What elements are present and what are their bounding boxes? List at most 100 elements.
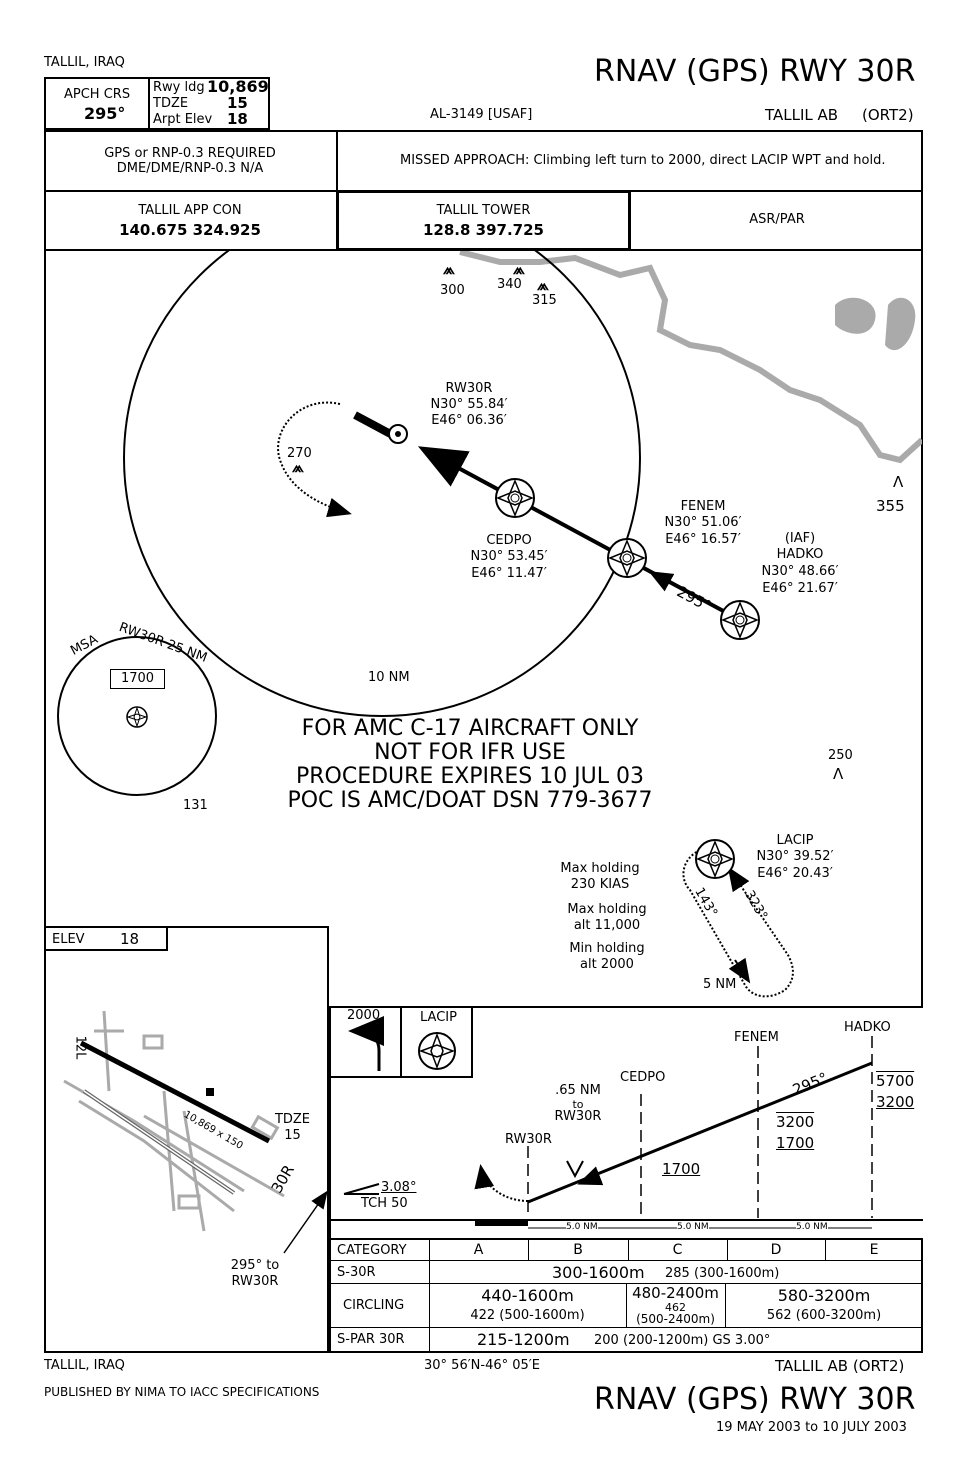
elev-box bbox=[44, 926, 168, 951]
holding-note: 230 KIAS bbox=[570, 877, 630, 892]
arpt-elev-value: 18 bbox=[227, 110, 248, 128]
msa-alt: 1700 bbox=[120, 671, 155, 686]
notes-divider bbox=[336, 130, 338, 190]
dme-na-note: DME/DME/RNP-0.3 N/A bbox=[116, 161, 264, 176]
missed-approach-arc bbox=[277, 401, 352, 518]
hadko-iaf: (IAF) bbox=[784, 531, 816, 546]
holding-note: Min holding bbox=[569, 941, 645, 956]
final-course-fix: RW30R bbox=[231, 1274, 279, 1289]
rwy-ldg-label: Rwy ldg bbox=[153, 80, 205, 95]
lacip-waypoint-icon bbox=[694, 838, 736, 884]
cedpo-name: CEDPO bbox=[486, 533, 532, 548]
s30r-label: S-30R bbox=[337, 1264, 376, 1280]
app-con-freq: 140.675 324.925 bbox=[119, 221, 261, 239]
location-label: TALLIL, IRAQ bbox=[44, 55, 125, 70]
circling-c-main: 480-2400m bbox=[632, 1284, 719, 1302]
airport-code: (ORT2) bbox=[862, 106, 914, 124]
glide-slope: 3.08° bbox=[381, 1180, 417, 1195]
alt-fenem-max: 3200 bbox=[776, 1113, 815, 1131]
river bbox=[459, 251, 922, 464]
lake bbox=[835, 297, 876, 334]
vdp-fix: RW30R bbox=[554, 1109, 602, 1124]
msa-circle bbox=[57, 636, 217, 796]
airport-name: TALLIL AB bbox=[765, 106, 839, 124]
obstacle-icon: ⩕ bbox=[443, 260, 455, 278]
diagram-tdze-label: TDZE bbox=[274, 1112, 311, 1127]
effective-dates: 19 MAY 2003 to 10 JULY 2003 bbox=[716, 1420, 907, 1435]
holding-note: Max holding bbox=[560, 861, 640, 876]
circling-de-main: 580-3200m bbox=[777, 1286, 871, 1305]
final-course-note: 295° to bbox=[230, 1258, 280, 1273]
minimums-table bbox=[329, 1238, 923, 1353]
circling-ab-main: 440-1600m bbox=[481, 1286, 574, 1305]
profile-cedpo: CEDPO bbox=[620, 1070, 666, 1085]
s30r-minimums: 300-1600m bbox=[552, 1263, 645, 1282]
obstacle-icon: Λ bbox=[893, 473, 904, 491]
missed-fix-name: LACIP bbox=[420, 1010, 457, 1025]
distance-3: 5.0 NM bbox=[796, 1222, 828, 1232]
category-e: E bbox=[869, 1242, 879, 1258]
fenem-name: FENEM bbox=[680, 499, 726, 514]
tower-label: TALLIL TOWER bbox=[436, 203, 531, 218]
alt-hadko-min: 3200 bbox=[876, 1093, 915, 1111]
holding-note: alt 2000 bbox=[580, 957, 634, 972]
distance-2: 5.0 NM bbox=[677, 1222, 709, 1232]
holding-note: alt 11,000 bbox=[573, 918, 641, 933]
holding-note: Max holding bbox=[567, 902, 647, 917]
profile-graphics bbox=[329, 1016, 923, 1229]
missed-approach-text: MISSED APPROACH: Climbing left turn to 2… bbox=[400, 153, 886, 168]
table-col-divider bbox=[429, 1238, 430, 1353]
table-col-divider bbox=[727, 1238, 728, 1260]
obstacle-icon: Λ bbox=[833, 765, 844, 783]
msa-center-icon bbox=[125, 705, 149, 733]
hadko-name: HADKO bbox=[776, 547, 824, 562]
obstacle-elev: 131 bbox=[183, 798, 208, 813]
hadko-waypoint-icon bbox=[719, 599, 761, 645]
chart-id: AL-3149 [USAF] bbox=[430, 107, 533, 122]
footer-coords: 30° 56′N-46° 05′E bbox=[424, 1358, 540, 1373]
vdp-to: to bbox=[572, 1098, 584, 1111]
alt-cedpo-min: 1700 bbox=[662, 1160, 701, 1178]
spar-label: S-PAR 30R bbox=[337, 1332, 405, 1347]
tdze-value: 15 bbox=[227, 94, 248, 112]
table-row-divider bbox=[329, 1327, 923, 1328]
tdze-label: TDZE bbox=[153, 96, 189, 111]
approach-data-box bbox=[44, 77, 270, 130]
circling-label: CIRCLING bbox=[343, 1298, 405, 1313]
spar-details: 200 (200-1200m) GS 3.00° bbox=[594, 1333, 771, 1348]
table-col-divider bbox=[725, 1283, 726, 1327]
cedpo-lat: N30° 53.45′ bbox=[470, 549, 548, 564]
warning-line-2: NOT FOR IFR USE bbox=[374, 740, 566, 765]
warning-line-4: POC IS AMC/DOAT DSN 779-3677 bbox=[287, 788, 653, 813]
table-col-divider bbox=[528, 1238, 529, 1260]
circling-c-sub2: (500-2400m) bbox=[636, 1312, 715, 1326]
warning-line-3: PROCEDURE EXPIRES 10 JUL 03 bbox=[295, 764, 645, 789]
published-by: PUBLISHED BY NIMA TO IACC SPECIFICATIONS bbox=[44, 1385, 320, 1399]
obstacle-elev: 355 bbox=[876, 497, 905, 515]
circling-ab-sub: 422 (500-1600m) bbox=[470, 1308, 585, 1323]
profile-rw30r: RW30R bbox=[505, 1132, 552, 1147]
obstacle-elev: 300 bbox=[440, 283, 465, 298]
elev-value: 18 bbox=[120, 930, 140, 948]
hold-leg: 5 NM bbox=[703, 977, 737, 992]
runway-threshold-symbol bbox=[353, 411, 408, 444]
s30r-haa: 285 (300-1600m) bbox=[665, 1266, 780, 1281]
fenem-lat: N30° 51.06′ bbox=[664, 515, 742, 530]
circling-c-sub1: 462 bbox=[665, 1301, 686, 1314]
hadko-lat: N30° 48.66′ bbox=[761, 564, 839, 579]
rw30r-name: RW30R bbox=[445, 381, 493, 396]
rw30r-lat: N30° 55.84′ bbox=[430, 397, 508, 412]
missed-fix-box bbox=[400, 1006, 473, 1078]
final-course-arrow bbox=[648, 571, 691, 595]
lacip-name: LACIP bbox=[776, 833, 814, 848]
table-row-divider bbox=[329, 1260, 923, 1261]
warning-line-1: FOR AMC C-17 AIRCRAFT ONLY bbox=[301, 716, 639, 741]
obstacle-elev: 315 bbox=[532, 293, 557, 308]
chart-title: RNAV (GPS) RWY 30R bbox=[594, 54, 916, 89]
table-col-divider bbox=[628, 1238, 629, 1260]
obstacle-icon: ⩕ bbox=[292, 458, 304, 476]
category-a: A bbox=[473, 1242, 484, 1258]
gps-required-note: GPS or RNP-0.3 REQUIRED bbox=[104, 146, 276, 161]
profile-fenem: FENEM bbox=[734, 1030, 779, 1045]
